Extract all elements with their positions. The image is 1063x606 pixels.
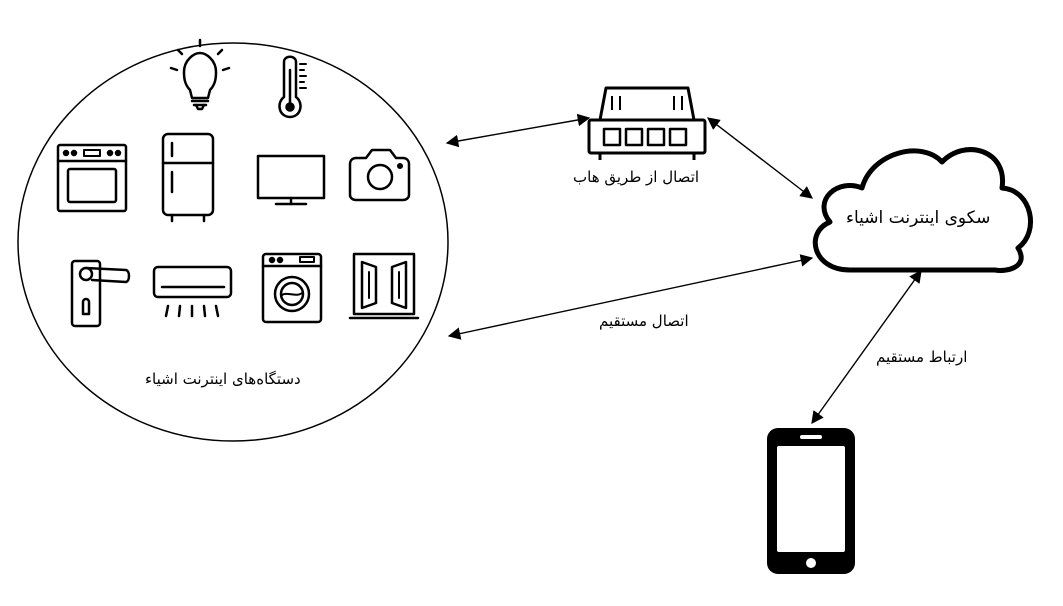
- camera-icon: [348, 148, 411, 202]
- label-direct-connection: اتصال مستقیم: [599, 312, 689, 330]
- window-icon: [348, 252, 420, 320]
- label-iot-devices: دستگاه‌های اینترنت اشیاء: [145, 370, 301, 388]
- oven-icon: [56, 143, 128, 213]
- devices-circle: [17, 42, 449, 442]
- cloud-icon: [812, 147, 1033, 273]
- air-conditioner-icon: [152, 265, 233, 318]
- label-hub-connection: اتصال از طریق هاب: [573, 168, 700, 186]
- light-bulb-icon: [169, 38, 231, 111]
- arrow-devices-hub: [445, 113, 591, 148]
- arrow-cloud-phone: [811, 269, 922, 425]
- arrow-devices-cloud: [447, 254, 814, 340]
- tv-icon: [256, 154, 326, 206]
- label-direct-communication: ارتباط مستقیم: [876, 348, 968, 366]
- arrow-hub-cloud: [707, 117, 813, 199]
- thermometer-icon: [278, 55, 307, 119]
- smartphone-icon: [767, 428, 855, 574]
- hub-icon: [587, 86, 707, 160]
- washing-machine-icon: [261, 252, 323, 324]
- fridge-icon: [161, 132, 215, 223]
- label-iot-platform: سکوی اینترنت اشیاء: [846, 208, 991, 228]
- door-lock-icon: [70, 259, 131, 328]
